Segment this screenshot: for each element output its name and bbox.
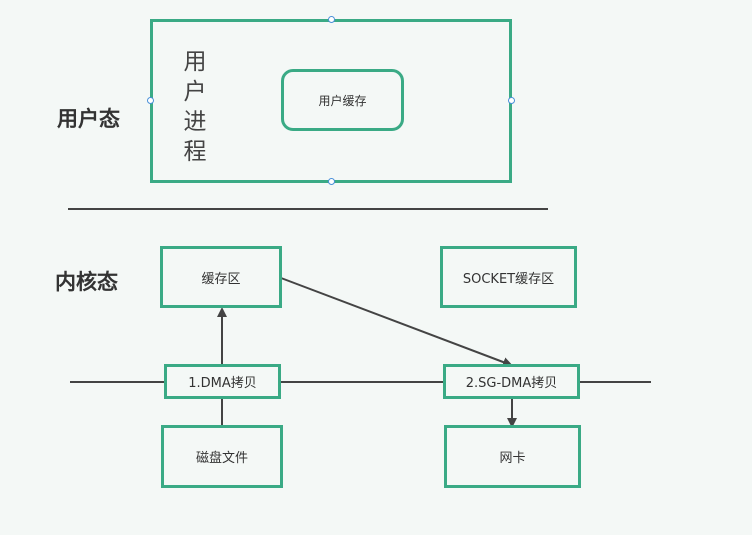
disk-file-box[interactable]: 磁盘文件 (161, 425, 283, 488)
dma-copy-box[interactable]: 1.DMA拷贝 (164, 364, 281, 399)
user-process-label: 用户进程 (183, 49, 207, 165)
cache-box[interactable]: 缓存区 (160, 246, 282, 308)
resize-handle-right[interactable] (508, 97, 515, 104)
socket-cache-box[interactable]: SOCKET缓存区 (440, 246, 577, 308)
user-mode-label: 用户态 (57, 107, 120, 131)
cache-to-sgdma-arrow (280, 277, 513, 367)
resize-handle-left[interactable] (147, 97, 154, 104)
kernel-mode-label: 内核态 (55, 270, 118, 294)
resize-handle-bottom[interactable] (328, 178, 335, 185)
resize-handle-top[interactable] (328, 16, 335, 23)
nic-box[interactable]: 网卡 (444, 425, 581, 488)
sg-dma-copy-box[interactable]: 2.SG-DMA拷贝 (443, 364, 580, 399)
user-buffer-box[interactable]: 用户缓存 (281, 69, 404, 131)
